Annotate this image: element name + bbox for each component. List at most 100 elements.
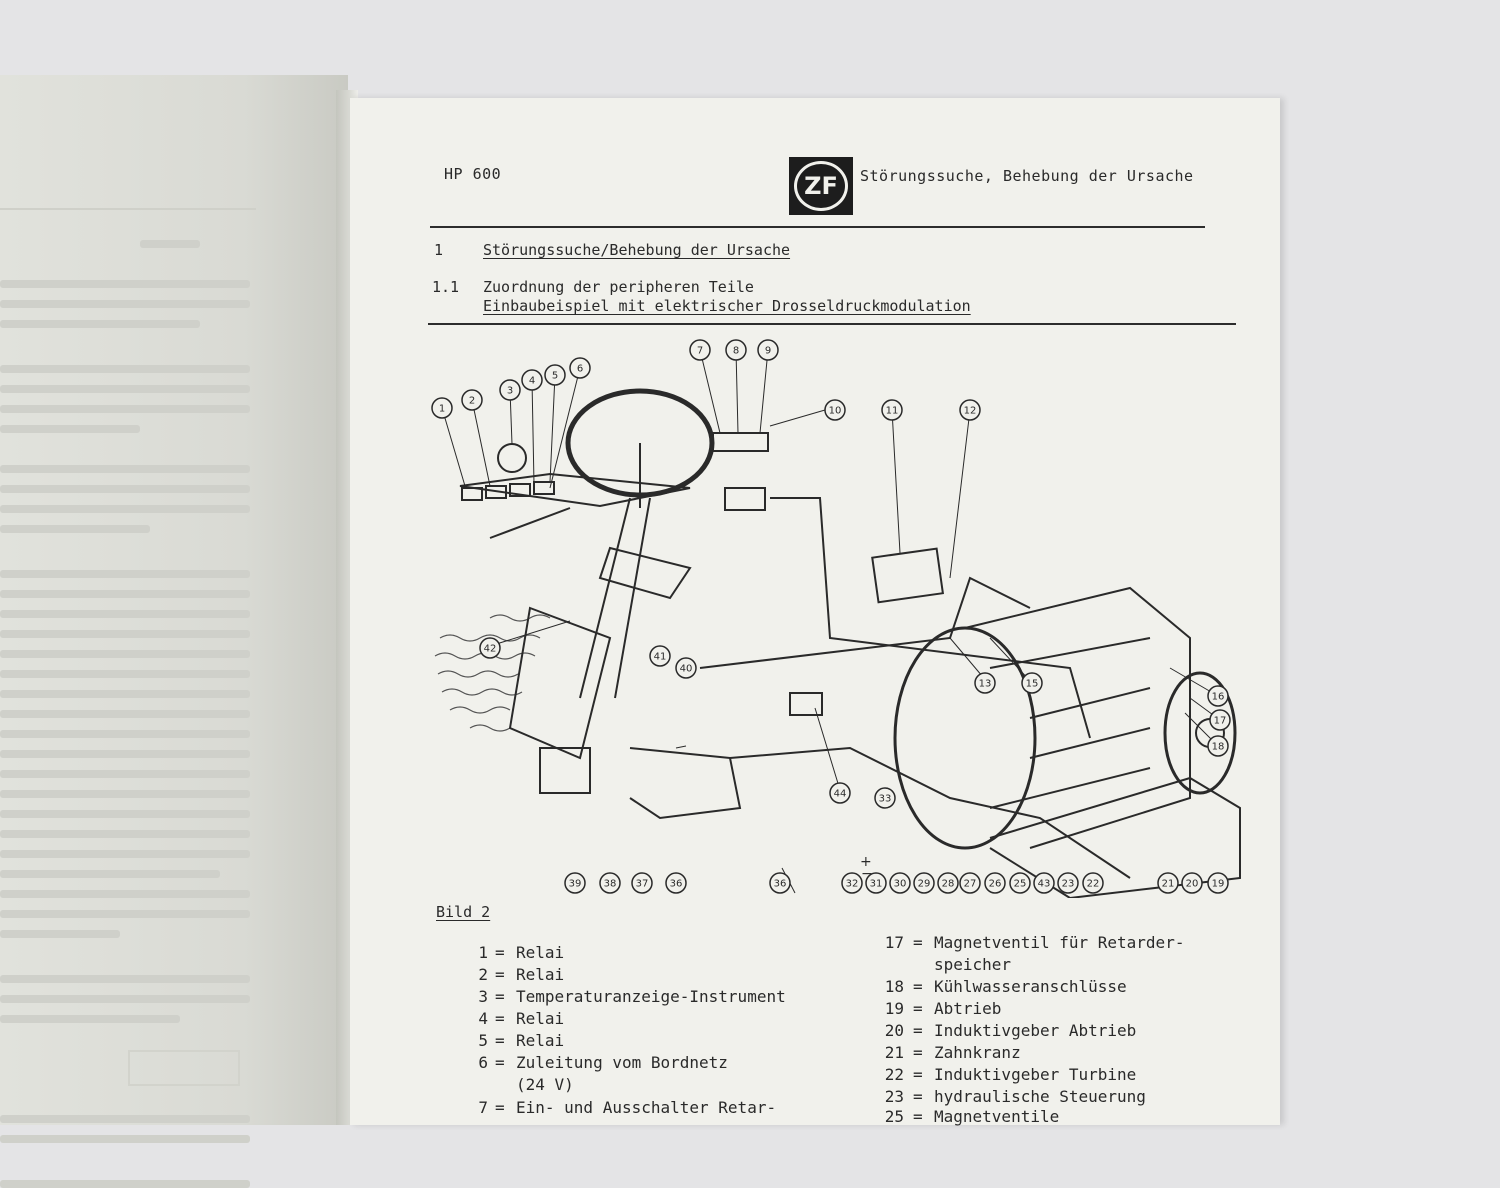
callout-number: 5 [552, 371, 558, 382]
faded-text-line [0, 385, 250, 393]
callout-circle [649, 645, 671, 667]
legend-equals: = [913, 1107, 923, 1126]
callout-circle [725, 339, 747, 361]
callout-circle [461, 389, 483, 411]
legend-num: 7 [478, 1098, 488, 1117]
transmission-body [964, 586, 1191, 849]
faded-text-line [0, 465, 250, 473]
callout-circle [1009, 872, 1031, 894]
callout-circle [1057, 872, 1079, 894]
callout-circle [937, 872, 959, 894]
legend-text: Induktivgeber Turbine [934, 1065, 1137, 1084]
callout-circle [599, 872, 621, 894]
faded-text-line [0, 850, 250, 858]
control-valves [989, 847, 1071, 898]
callout-number: 2 [469, 396, 475, 407]
faded-text-line [0, 590, 250, 598]
faded-text-line [0, 670, 250, 678]
faded-text-line [0, 770, 250, 778]
faded-text-line [0, 810, 250, 818]
legend-num: 4 [478, 1009, 488, 1028]
wiring-harness [629, 757, 742, 820]
callout-number: 37 [636, 879, 649, 890]
callout-circle [1021, 672, 1043, 694]
left-page [0, 75, 348, 1188]
callout-circle [499, 379, 521, 401]
faded-text-line [0, 570, 250, 578]
legend-equals: = [495, 1009, 505, 1028]
legend-equals: = [913, 977, 923, 996]
callout-number: 30 [894, 879, 907, 890]
callout-circle [631, 872, 653, 894]
callout-circle [1082, 872, 1104, 894]
faded-text-line [0, 1115, 250, 1123]
callout-circle [1181, 872, 1203, 894]
header-title: Störungssuche, Behebung der Ursache [860, 167, 1194, 185]
callout-circle [841, 872, 863, 894]
callout-circle [544, 364, 566, 386]
faded-text-line [0, 890, 250, 898]
callout-number: 33 [879, 794, 892, 805]
callout-number: 8 [733, 346, 739, 357]
faded-text-line [0, 790, 250, 798]
selector-lever [489, 507, 571, 539]
accelerator-pedal [508, 606, 612, 760]
callout-circle [675, 657, 697, 679]
temperature-gauge [497, 443, 527, 473]
right-page: HP 600 ZF Störungssuche, Behebung der Ur… [350, 98, 1280, 1126]
faded-text-line [0, 365, 250, 373]
callout-circle [431, 397, 453, 419]
callout-circle [1157, 872, 1179, 894]
legend-num: 17 [884, 933, 904, 952]
legend-num: 22 [884, 1065, 904, 1084]
legend-text: Zuleitung vom Bordnetz [516, 1053, 728, 1072]
relay-block [461, 487, 483, 501]
section-1-title: Störungssuche/Behebung der Ursache [483, 241, 791, 259]
callout-number: 20 [1186, 879, 1199, 890]
electronic-control-unit [871, 547, 945, 604]
faded-text-line [140, 240, 200, 248]
callout-number: 22 [1087, 879, 1100, 890]
polarity-plus: + [860, 854, 872, 870]
callout-number: 42 [484, 644, 497, 655]
callout-number: 25 [1014, 879, 1027, 890]
callout-number: 10 [829, 406, 842, 417]
callout-number: 36 [670, 879, 683, 890]
faded-text-line [0, 910, 250, 918]
faded-text-line [0, 1135, 250, 1143]
legend-equals: = [913, 933, 923, 952]
callout-circle [984, 872, 1006, 894]
callout-number: 13 [979, 679, 992, 690]
callout-circle [881, 399, 903, 421]
transmission-ribs [989, 637, 1151, 809]
output-flange [1163, 671, 1237, 795]
faded-text-line [0, 485, 250, 493]
callout-circle [959, 872, 981, 894]
callout-number: 9 [765, 346, 771, 357]
legend-text: Magnetventil für Retarder- [934, 933, 1185, 952]
faded-text-line [0, 650, 250, 658]
legend-num: 21 [884, 1043, 904, 1062]
callout-number: 18 [1212, 742, 1225, 753]
legend-num: 6 [478, 1053, 488, 1072]
callout-number: 43 [1038, 879, 1051, 890]
figure-caption: Bild 2 [436, 903, 491, 921]
legend-num: 2 [478, 965, 488, 984]
callout-number: 44 [834, 789, 847, 800]
section-rule [428, 323, 1236, 325]
section-1-1-subtitle: Einbaubeispiel mit elektrischer Drosseld… [483, 297, 971, 315]
legend-equals: = [913, 999, 923, 1018]
legend-num: 5 [478, 1031, 488, 1050]
legend-equals: = [913, 1021, 923, 1040]
faded-text-line [0, 405, 250, 413]
pressure-modulator [789, 692, 823, 716]
legend-num: 23 [884, 1087, 904, 1106]
faded-text-line [0, 610, 250, 618]
legend-num: 19 [884, 999, 904, 1018]
callout-circle [889, 872, 911, 894]
section-1-1-number: 1.1 [432, 278, 460, 296]
faded-text-line [0, 1015, 180, 1023]
transmission-housing-flange [893, 626, 1037, 850]
legend-text: Temperaturanzeige-Instrument [516, 987, 786, 1006]
faded-text-line [0, 750, 250, 758]
